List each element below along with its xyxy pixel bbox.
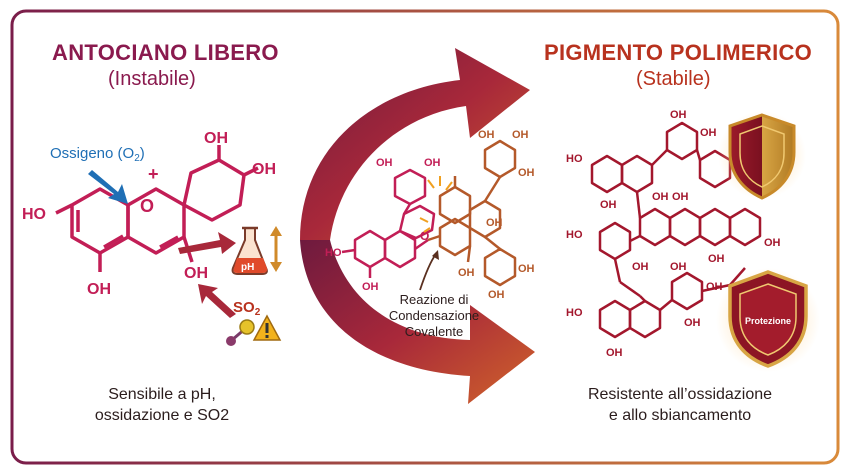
left-oh-bottom: OH bbox=[87, 281, 111, 298]
cycle-arrows bbox=[300, 48, 535, 404]
reaction-spark-icon bbox=[419, 176, 453, 233]
polymer-hydroxyl-labels: HO OH OH OH OH OH HO OH OH OH HO OH OH O… bbox=[566, 109, 781, 359]
left-ho-label: HO bbox=[22, 206, 46, 223]
right-oh-4: OH bbox=[700, 127, 717, 139]
right-oh-1: OH bbox=[600, 199, 617, 211]
ph-arrow bbox=[178, 232, 236, 254]
right-ho-1: HO bbox=[566, 153, 583, 165]
left-caption-line-1: Sensibile a pH, bbox=[108, 386, 216, 403]
middle-oh-8: OH bbox=[518, 263, 535, 275]
oxygen-label: Ossigeno (O2) bbox=[50, 145, 145, 164]
anthocyanin-structure bbox=[55, 145, 259, 272]
ph-label: pH bbox=[241, 262, 254, 273]
reaction-line-3: Covalente bbox=[405, 324, 464, 339]
flavylium-charge: + bbox=[148, 164, 159, 184]
upper-arrow bbox=[300, 48, 530, 240]
lower-arrow bbox=[300, 240, 535, 404]
left-caption-line-2: ossidazione e SO2 bbox=[94, 407, 230, 424]
right-subtitle: (Stabile) bbox=[636, 68, 711, 90]
left-caption: Sensibile a pH, ossidazione e SO2 bbox=[62, 384, 262, 426]
left-title: ANTOCIANO LIBERO bbox=[52, 40, 279, 65]
shield-icon-top bbox=[718, 111, 806, 200]
middle-oh-5: OH bbox=[512, 129, 529, 141]
flask-icon bbox=[231, 226, 268, 275]
middle-oh-1: OH bbox=[376, 157, 393, 169]
left-oh-ring-c: OH bbox=[184, 265, 208, 282]
so2-arrow bbox=[198, 284, 236, 318]
left-oh-right: OH bbox=[252, 161, 276, 178]
so2-molecule-icon bbox=[226, 319, 255, 346]
middle-oh-10: OH bbox=[458, 267, 475, 279]
reaction-line-2: Condensazione bbox=[389, 308, 479, 323]
right-ho-3: HO bbox=[566, 307, 583, 319]
shield-icon-bottom bbox=[716, 268, 820, 372]
right-oh-2: OH bbox=[652, 191, 669, 203]
so2-label: SO2 bbox=[233, 299, 261, 318]
right-oh-9: OH bbox=[606, 347, 623, 359]
left-subtitle: (Instabile) bbox=[108, 68, 196, 90]
right-oh-8: OH bbox=[764, 237, 781, 249]
right-ho-2: HO bbox=[566, 229, 583, 241]
reaction-line-1: Reazione di bbox=[400, 292, 469, 307]
right-oh-7: OH bbox=[708, 253, 725, 265]
warning-icon bbox=[252, 314, 282, 341]
right-oh-5: OH bbox=[672, 191, 689, 203]
shield-label: Protezione bbox=[745, 316, 791, 326]
middle-oh-2: OH bbox=[424, 157, 441, 169]
left-oh-top: OH bbox=[204, 130, 228, 147]
middle-oh-9: OH bbox=[488, 289, 505, 301]
right-caption-line-1: Resistente all’ossidazione bbox=[587, 386, 773, 403]
right-oh-11: OH bbox=[706, 281, 723, 293]
middle-oh-6: OH bbox=[518, 167, 535, 179]
reaction-pointer-head bbox=[432, 250, 439, 260]
polymeric-structure bbox=[590, 121, 762, 339]
oxygen-arrow bbox=[88, 170, 128, 204]
middle-ho: HO bbox=[325, 247, 342, 259]
right-title: PIGMENTO POLIMERICO bbox=[544, 40, 813, 65]
middle-oh-7: OH bbox=[486, 217, 503, 229]
right-caption-line-2: e allo sbiancamento bbox=[608, 407, 752, 424]
right-oh-6: OH bbox=[632, 261, 649, 273]
middle-oxygen: O bbox=[420, 229, 429, 243]
middle-oh-3: OH bbox=[362, 281, 379, 293]
outer-frame bbox=[10, 9, 840, 465]
condensation-structure bbox=[341, 139, 517, 287]
right-oh-10: OH bbox=[670, 261, 687, 273]
up-down-arrow-icon bbox=[270, 226, 282, 272]
middle-oh-4: OH bbox=[478, 129, 495, 141]
right-oh-3: OH bbox=[670, 109, 687, 121]
flavylium-oxygen: O bbox=[140, 196, 154, 216]
right-oh-12: OH bbox=[684, 317, 701, 329]
right-caption: Resistente all’ossidazione e allo sbianc… bbox=[560, 384, 800, 426]
